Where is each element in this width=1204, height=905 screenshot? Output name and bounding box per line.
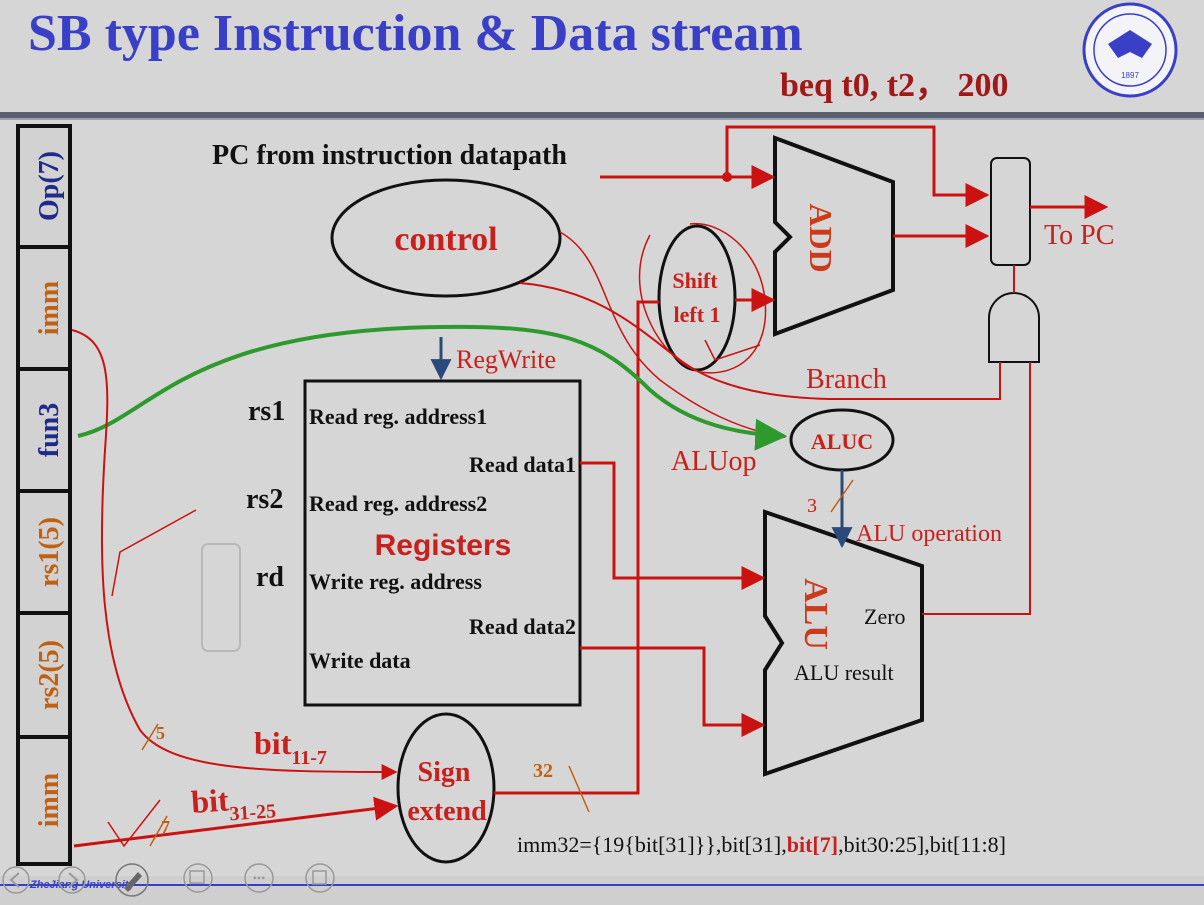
- field-op: Op(7): [34, 151, 65, 221]
- chevron-right-icon: [68, 872, 79, 888]
- zoom-icon: [312, 870, 327, 885]
- add-label: ADD: [803, 203, 839, 272]
- read-addr1-label: Read reg. address1: [309, 404, 487, 429]
- alu-label: ALU: [797, 578, 834, 650]
- slides-button[interactable]: [183, 863, 213, 893]
- width-32-label: 32: [533, 760, 553, 782]
- branch-mux: [990, 157, 1031, 266]
- more-icon: •••: [253, 871, 266, 885]
- pen-tool-button[interactable]: [115, 863, 149, 897]
- wire-signext-out: [494, 300, 659, 795]
- rs2-label: rs2: [246, 484, 283, 515]
- alu-unit: ALU Zero ALU result: [763, 509, 924, 777]
- to-pc-label: To PC: [1044, 220, 1114, 251]
- field-fun3: fun3: [34, 403, 65, 457]
- logo-year: 1897: [1121, 71, 1139, 80]
- shift-left-unit: Shift left 1: [638, 222, 767, 374]
- read-addr2-label: Read reg. address2: [309, 491, 487, 516]
- field-imm-lower: imm: [34, 773, 65, 827]
- read-data1-label: Read data1: [469, 452, 576, 477]
- slide-title: SB type Instruction & Data stream: [28, 5, 803, 62]
- shift-label-1: Shift: [672, 268, 718, 293]
- wire-zero-to-and: [922, 362, 1031, 615]
- field-rs1: rs1(5): [34, 517, 65, 587]
- nav-next-button[interactable]: [58, 866, 86, 894]
- wire-fun3-to-aluc: [77, 324, 788, 451]
- zero-label: Zero: [864, 604, 906, 629]
- regwrite-label: RegWrite: [456, 345, 556, 374]
- width-5-label: 5: [156, 723, 165, 743]
- bit-31-25-label: bit31-25: [190, 778, 277, 828]
- wire-pc-to-mux: [725, 125, 990, 207]
- registers-label: Registers: [375, 529, 512, 562]
- annotation-scribble: [111, 509, 197, 597]
- pen-icon: [124, 872, 142, 892]
- and-gate: [988, 292, 1040, 363]
- shift-label-2: left 1: [673, 302, 720, 327]
- extend-label: extend: [407, 796, 487, 827]
- branch-label: Branch: [806, 364, 887, 395]
- nav-prev-button[interactable]: [2, 866, 30, 894]
- zoom-button[interactable]: [305, 863, 335, 893]
- aluop-label: ALUop: [671, 446, 757, 477]
- bit-11-7-label: bit11-7: [254, 725, 327, 769]
- wire-immlow-to-signext: [73, 796, 399, 848]
- field-imm-upper: imm: [34, 281, 65, 335]
- pc-from-label: PC from instruction datapath: [212, 140, 567, 171]
- aluc-label: ALUC: [811, 429, 873, 454]
- slides-icon: [189, 870, 205, 884]
- add-unit: ADD: [773, 135, 895, 337]
- rd-label: rd: [256, 562, 284, 593]
- title-rule: [0, 112, 1204, 118]
- alu-control-unit: ALUC: [789, 408, 895, 472]
- wire-readdata1-to-alu: [580, 461, 766, 590]
- control-unit: control: [330, 178, 562, 298]
- alu-op-width-label: 3: [807, 495, 817, 517]
- wire-imm-to-signext: [71, 329, 398, 780]
- wire-control-aluop: [559, 231, 787, 442]
- placeholder-box: [201, 543, 241, 652]
- footer-toolbar: ZheJiang University •••: [0, 863, 1204, 905]
- field-rs2: rs2(5): [34, 640, 65, 710]
- instruction-fields: Op(7) imm fun3 rs1(5) rs2(5) imm: [16, 124, 72, 866]
- width-7-label: 7: [161, 817, 170, 837]
- register-file: RegWrite Read reg. address1 Read data1 R…: [303, 345, 582, 707]
- control-label: control: [394, 221, 497, 258]
- wire-readdata2-to-alu: [580, 646, 766, 737]
- imm32-formula: imm32={19{bit[31]}},bit[31],bit[7],bit30…: [517, 832, 1006, 857]
- sign-label: Sign: [418, 757, 471, 788]
- alu-operation-label: ALU operation: [856, 521, 1002, 547]
- write-data-label: Write data: [309, 648, 411, 673]
- rs1-label: rs1: [248, 396, 285, 427]
- footer-text: ZheJiang University: [29, 879, 135, 891]
- sign-extend-unit: Sign extend: [396, 712, 496, 864]
- university-logo: 1897: [1082, 2, 1178, 98]
- read-data2-label: Read data2: [469, 614, 576, 639]
- wire-control-branch: [519, 282, 1001, 400]
- more-options-button[interactable]: •••: [244, 863, 274, 893]
- slide-subtitle: beq t0, t2， 200: [780, 67, 1009, 104]
- alu-result-label: ALU result: [794, 660, 894, 685]
- write-addr-label: Write reg. address: [309, 569, 482, 594]
- chevron-left-icon: [9, 872, 20, 888]
